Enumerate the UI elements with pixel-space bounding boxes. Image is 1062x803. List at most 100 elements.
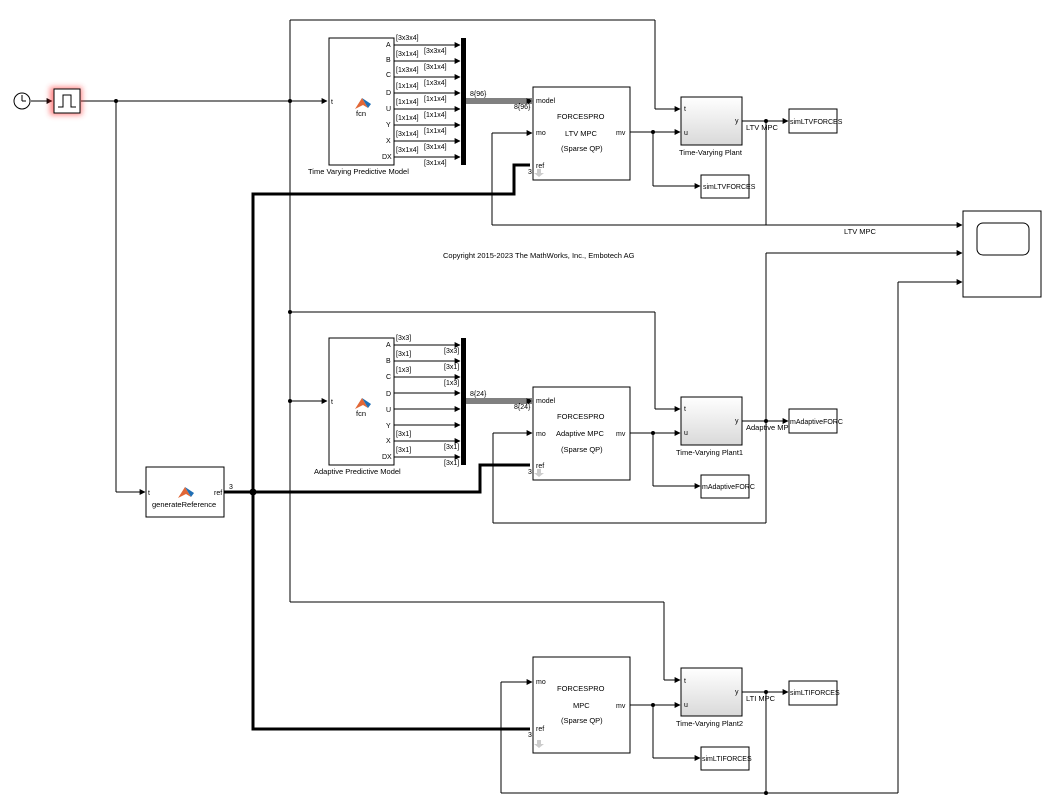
bus-creator-top[interactable] xyxy=(461,38,466,165)
down-arrow-icon xyxy=(534,740,544,748)
port-label: [3x1] xyxy=(396,431,411,438)
junction-dots xyxy=(114,99,768,795)
generate-reference-block[interactable]: t ref generateReference xyxy=(145,466,225,518)
port-label: 8{24} xyxy=(470,391,487,398)
port-label: ref xyxy=(214,490,222,497)
port-label: 8{96} xyxy=(470,91,487,98)
down-arrow-icon xyxy=(534,169,544,177)
port-label: fcn xyxy=(356,409,366,418)
port-label: [1x1x4] xyxy=(396,83,419,90)
port-label: t xyxy=(331,399,333,406)
port-label: [1x1x4] xyxy=(424,96,447,103)
to-workspace-u-1[interactable]: simLTVFORCES xyxy=(700,174,756,199)
model-top-port-DX: DX xyxy=(382,154,392,161)
forcespro-mpc-block[interactable]: mo ref mv FORCESPRO MPC (Sparse QP) 3 xyxy=(528,656,631,754)
ref-dim-label: 3 xyxy=(229,484,233,491)
to-workspace-y-1[interactable]: simLTVFORCES xyxy=(788,108,843,134)
port-label: MPC xyxy=(573,701,590,710)
scope-block[interactable] xyxy=(962,210,1042,298)
to-workspace-u-3[interactable]: simLTIFORCES xyxy=(700,746,752,771)
plant1-label: Time-Varying Plant xyxy=(679,148,743,157)
time-varying-plant1-block[interactable]: t u y xyxy=(680,396,743,446)
time-varying-plant-block[interactable]: t u y xyxy=(680,96,743,146)
port-label: simLTVFORCES xyxy=(703,184,756,191)
clock-block[interactable] xyxy=(13,92,31,110)
port-label: u xyxy=(684,702,688,709)
model-top-port-D: D xyxy=(386,90,391,97)
port-label: model xyxy=(536,398,556,405)
port-label: D xyxy=(386,391,391,398)
port-label: generateReference xyxy=(152,500,216,509)
port-label: [1x3] xyxy=(396,367,411,374)
port-label: mo xyxy=(536,431,546,438)
port-label: u xyxy=(684,130,688,137)
port-label: (Sparse QP) xyxy=(561,445,603,454)
port-label: (Sparse QP) xyxy=(561,716,603,725)
scope-signal-label: LTV MPC xyxy=(844,227,877,236)
port-label: [1x3] xyxy=(444,380,459,387)
port-label: 3 xyxy=(528,469,532,476)
port-label: mo xyxy=(536,679,546,686)
port-label: y xyxy=(735,689,739,696)
port-label: [1x1x4] xyxy=(424,128,447,135)
port-label: [1x1x4] xyxy=(396,99,419,106)
port-label: ref xyxy=(536,163,544,170)
port-label: ref xyxy=(536,726,544,733)
to-workspace-u-2[interactable]: mAdaptiveFORC xyxy=(700,474,755,499)
down-arrow-icon xyxy=(534,469,544,477)
forcespro-ltv-mpc-block[interactable]: model mo ref mv FORCESPRO LTV MPC (Spars… xyxy=(528,86,631,181)
port-label: mo xyxy=(536,130,546,137)
port-label: 8{24} xyxy=(514,404,531,411)
signal-lines xyxy=(31,19,963,794)
matlab-icon xyxy=(355,98,371,109)
time-varying-predictive-model-block[interactable]: t fcn A B C D U Y X DX xyxy=(328,37,395,166)
model-top-port-C: C xyxy=(386,72,391,79)
port-label: mAdaptiveFORC xyxy=(790,419,843,426)
model-mid-outputs: [3x3] [3x1] [1x3] [3x1] [3x1] [3x3] [3x1… xyxy=(394,335,461,467)
port-label: [1x1x4] xyxy=(396,115,419,122)
step-block[interactable] xyxy=(50,87,82,115)
port-label: 3 xyxy=(528,169,532,176)
model-top-label: Time Varying Predictive Model xyxy=(308,167,409,176)
port-label: t xyxy=(148,490,150,497)
port-label: [3x1x4] xyxy=(396,147,419,154)
mid-model-label: Adaptive Predictive Model xyxy=(314,467,401,476)
to-workspace-y-2[interactable]: mAdaptiveFORC xyxy=(788,408,843,434)
port-label: Y xyxy=(386,423,391,430)
port-label: FORCESPRO xyxy=(557,412,605,421)
port-label: [3x1x4] xyxy=(396,131,419,138)
adaptive-predictive-model-block[interactable]: t fcn A B C D U Y X DX xyxy=(328,337,395,466)
bus-line-mid: 8{24} 8{24} xyxy=(466,391,533,411)
port-label: ref xyxy=(536,463,544,470)
matlab-icon xyxy=(355,398,371,409)
matlab-icon xyxy=(178,487,194,498)
port-label: mv xyxy=(616,703,626,710)
port-label: 8{96} xyxy=(514,104,531,111)
port-label: u xyxy=(684,430,688,437)
port-label: [3x3x4] xyxy=(424,48,447,55)
port-label: A xyxy=(386,342,391,349)
port-label: [3x1] xyxy=(396,447,411,454)
port-label: y xyxy=(735,118,739,125)
port-label: U xyxy=(386,407,391,414)
lti-signal-label: LTI MPC xyxy=(746,694,776,703)
time-varying-plant2-block[interactable]: t u y xyxy=(680,667,743,717)
port-label: [3x3] xyxy=(396,335,411,342)
model-top-port-Y: Y xyxy=(386,122,391,129)
port-label: mv xyxy=(616,130,626,137)
to-workspace-y-3[interactable]: simLTIFORCES xyxy=(788,680,840,706)
model-top-fcn: fcn xyxy=(356,109,366,118)
port-label: LTV MPC xyxy=(565,129,598,138)
port-label: [3x1] xyxy=(396,351,411,358)
forcespro-adaptive-mpc-block[interactable]: model mo ref mv FORCESPRO Adaptive MPC (… xyxy=(528,386,631,481)
bus-creator-mid[interactable] xyxy=(461,338,466,465)
port-label: mv xyxy=(616,431,626,438)
bus-line-top: 8{96} 8{96} xyxy=(466,91,533,111)
port-label: [3x1x4] xyxy=(396,51,419,58)
port-label: [1x3x4] xyxy=(424,80,447,87)
port-label: mAdaptiveFORC xyxy=(702,484,755,491)
port-label: [3x3] xyxy=(444,348,459,355)
port-label: [1x1x4] xyxy=(424,112,447,119)
model-top-in-t: t xyxy=(331,99,333,106)
